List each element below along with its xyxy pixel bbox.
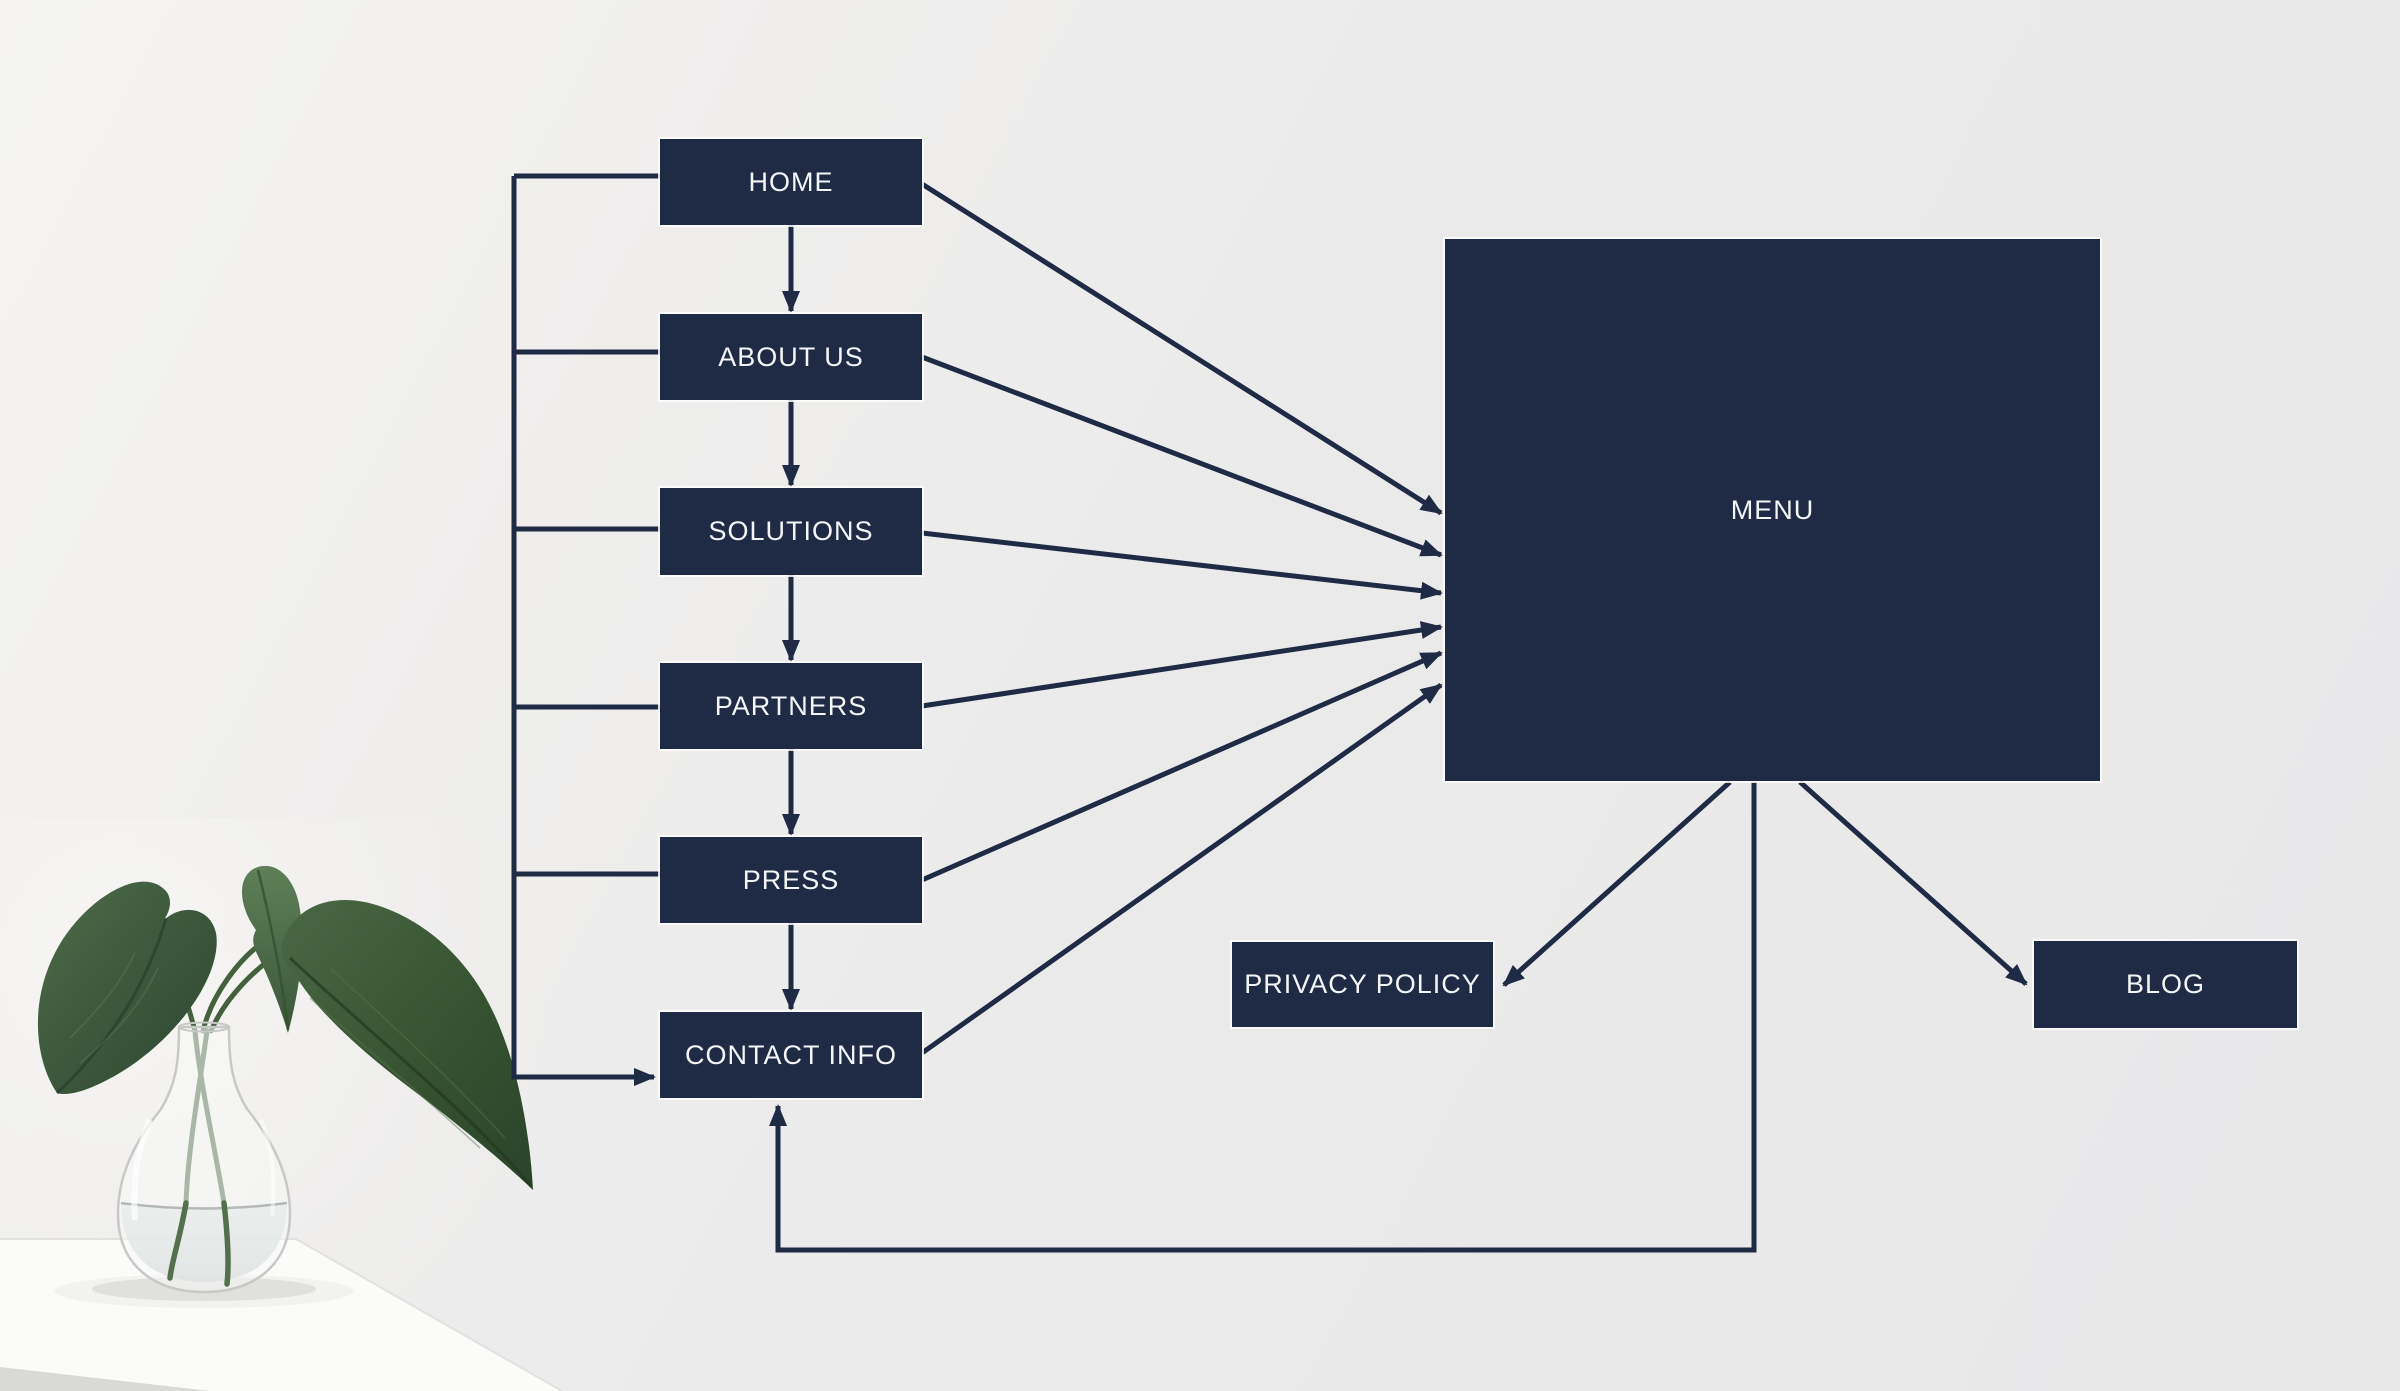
node-contact-info-label: CONTACT INFO xyxy=(685,1039,897,1070)
menu-inbound-arrows xyxy=(920,181,1443,1056)
node-about-us: ABOUT US xyxy=(660,314,922,400)
leaf-middle xyxy=(242,865,303,1033)
arrow-solutions-to-menu xyxy=(921,530,1443,600)
leaf-right xyxy=(281,900,533,1190)
left-rail xyxy=(511,173,660,1086)
node-solutions-label: SOLUTIONS xyxy=(708,516,874,546)
arrow-contact-info-to-menu xyxy=(920,682,1443,1056)
node-privacy-policy: PRIVACY POLICY xyxy=(1232,942,1493,1027)
leaves xyxy=(37,865,533,1190)
arrow-about-us-to-menu xyxy=(921,354,1443,558)
node-partners-label: PARTNERS xyxy=(714,690,868,721)
node-home-label: HOME xyxy=(748,166,834,197)
node-solutions: SOLUTIONS xyxy=(660,488,922,575)
glass-vase xyxy=(116,1021,292,1294)
node-press: PRESS xyxy=(660,837,922,923)
node-privacy-policy-label: PRIVACY POLICY xyxy=(1244,969,1481,999)
node-blog-label: BLOG xyxy=(2125,969,2206,999)
rail-arrow-to-contact-info xyxy=(511,176,656,1086)
arrow-press-to-menu xyxy=(920,650,1443,883)
plant-photo xyxy=(0,818,562,1391)
node-menu-label: MENU xyxy=(1730,494,1815,525)
node-partners: PARTNERS xyxy=(660,663,922,749)
node-contact-info: CONTACT INFO xyxy=(660,1012,922,1098)
arrow-home-to-menu xyxy=(920,181,1443,516)
arrow-menu-to-privacy-policy xyxy=(1502,780,1732,987)
node-home: HOME xyxy=(660,139,922,225)
arrow-menu-to-contact-info-loop xyxy=(769,782,1757,1253)
leaf-left xyxy=(37,881,217,1095)
node-about-us-label: ABOUT US xyxy=(718,341,864,372)
node-blog: BLOG xyxy=(2034,941,2297,1028)
node-press-label: PRESS xyxy=(742,864,840,895)
node-menu: MENU xyxy=(1445,239,2100,781)
arrow-menu-to-blog xyxy=(1798,780,2028,986)
arrow-partners-to-menu xyxy=(921,621,1443,709)
